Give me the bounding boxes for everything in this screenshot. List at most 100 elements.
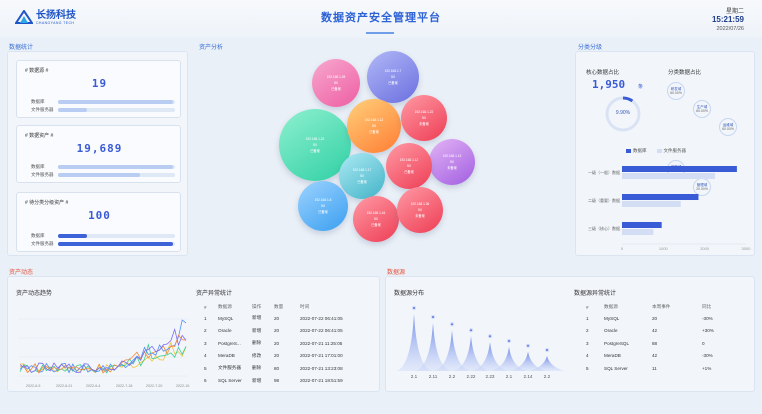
table-cell: 1 xyxy=(204,315,207,321)
bubble-count: 50 xyxy=(374,217,378,221)
section-asset-analysis-label: 资产分析 xyxy=(199,45,224,51)
core-data-ring: 9.90% xyxy=(604,95,642,133)
hbar-tick-label: 3000 xyxy=(742,246,752,251)
stat-card-value: 19,689 xyxy=(76,142,123,155)
distribution-peak[interactable] xyxy=(453,336,489,371)
trend-x-label: 2022-7-18 xyxy=(116,384,132,388)
table-cell: 2 xyxy=(586,328,589,334)
peak-label: 2.23 xyxy=(486,374,495,379)
distribution-peak[interactable] xyxy=(396,314,432,371)
bubble-status: 已备案 xyxy=(310,149,320,153)
hbar-bar[interactable] xyxy=(622,173,715,179)
distribution-peak[interactable] xyxy=(415,323,451,371)
peak-marker-core xyxy=(470,329,472,332)
category-ring-tag: 运维域 xyxy=(722,123,734,127)
top-header xyxy=(0,0,762,38)
bubble-ip: 192.168.1.7 xyxy=(384,69,402,73)
distribution-title: 数据源分布 xyxy=(394,291,425,297)
trend-x-label: 2022-6-4 xyxy=(86,384,100,388)
table-cell: 删除 xyxy=(252,365,262,371)
table-cell: +30% xyxy=(702,328,714,334)
bubble-ip: 192.168.1.22 xyxy=(414,110,434,114)
hbar-bar[interactable] xyxy=(622,194,699,200)
bubble-ip: 192.168.1.36 xyxy=(410,202,430,206)
stat-bar-track xyxy=(58,234,175,238)
hbar-bar[interactable] xyxy=(622,201,681,207)
hbar-bar[interactable] xyxy=(622,229,654,235)
legend-label-db: 数据库 xyxy=(633,148,647,153)
peak-label: 2.22 xyxy=(467,374,476,379)
stat-bar-fill xyxy=(58,100,173,104)
table-header-cell: 操作 xyxy=(252,304,262,309)
peak-marker-core xyxy=(413,307,415,309)
peak-marker-core xyxy=(489,335,491,338)
table-cell: 20 xyxy=(274,340,280,346)
table-cell: 2022-07-22 06:41:05 xyxy=(300,328,343,334)
stat-bar-track xyxy=(58,242,175,246)
hbar-bar[interactable] xyxy=(622,166,737,172)
peak-label: 2.2 xyxy=(544,374,551,379)
table-cell: MeraDB xyxy=(218,353,235,359)
table-cell: 98 xyxy=(274,378,280,384)
stat-bar-fill xyxy=(58,173,140,177)
table-cell: 新增 xyxy=(252,327,262,333)
distribution-peak[interactable] xyxy=(491,347,527,371)
hbar-bar[interactable] xyxy=(622,222,662,228)
company-logo: 长扬科技 CHANGYANG TECH xyxy=(14,9,76,26)
peak-marker-core xyxy=(527,344,529,347)
stat-bar-row: 数据库 xyxy=(31,164,175,170)
bubble-count: 50 xyxy=(450,160,454,164)
distribution-peak[interactable] xyxy=(472,342,508,371)
table-header-cell: 时间 xyxy=(300,304,310,309)
table-header-cell: 同比 xyxy=(702,304,712,309)
trend-series-line xyxy=(19,327,187,374)
peak-marker-core xyxy=(451,323,453,326)
stat-bar-track xyxy=(58,108,175,112)
table-cell: 6 xyxy=(204,378,207,384)
distribution-peak[interactable] xyxy=(529,356,565,371)
peak-label: 2.2 xyxy=(449,374,456,379)
table-cell: 20 xyxy=(274,353,280,359)
table-cell: 2 xyxy=(204,328,207,334)
bubble-count: 50 xyxy=(334,81,338,85)
table-cell: 4 xyxy=(204,353,207,359)
table-cell: 88 xyxy=(652,340,658,346)
stat-bar-row: 文件服务器 xyxy=(31,241,175,247)
distribution-peak[interactable] xyxy=(434,330,470,371)
distribution-peak[interactable] xyxy=(510,351,546,371)
category-data-title: 分类数据占比 xyxy=(668,70,702,76)
table-header-cell: 数量 xyxy=(274,304,284,309)
weekday: 星期二 xyxy=(725,9,744,15)
bubble-ip: 192.168.1.8 xyxy=(314,198,332,202)
peak-label: 2.11 xyxy=(429,374,438,379)
